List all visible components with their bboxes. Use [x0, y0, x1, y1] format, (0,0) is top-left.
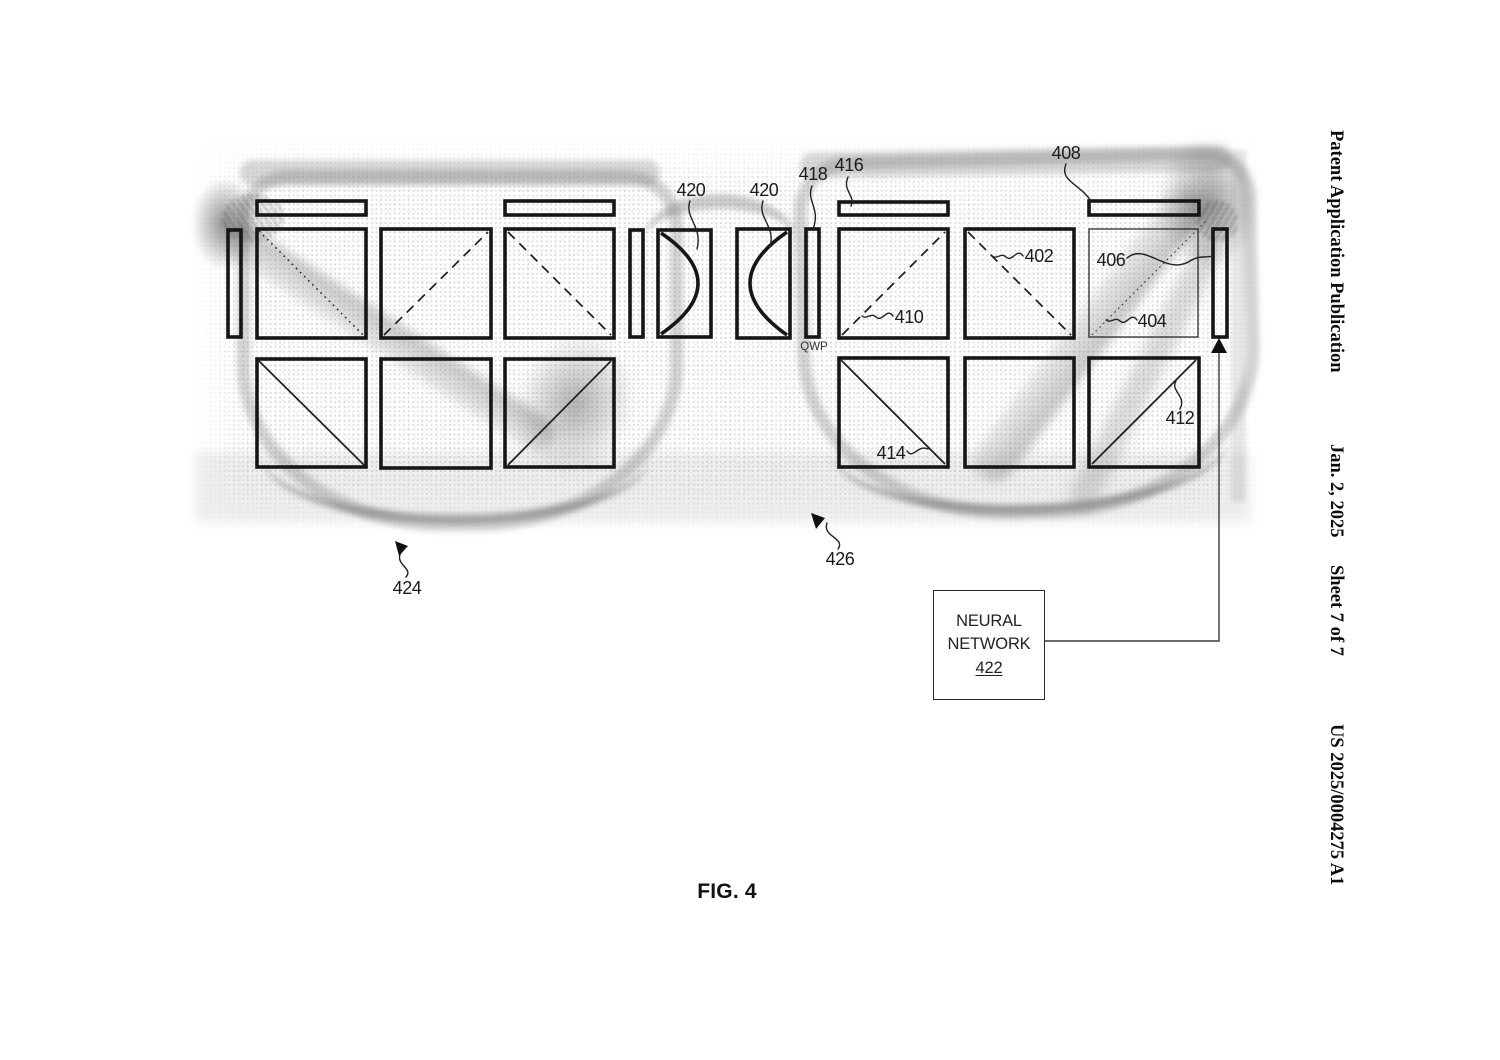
header-publication: Patent Application Publication — [1326, 130, 1346, 373]
square-thin-dotted — [1088, 228, 1199, 338]
center-vertical-bar-left — [628, 228, 645, 339]
square-dotted-diag-left — [255, 227, 368, 340]
leader-406 — [1126, 252, 1214, 266]
leader-414 — [906, 447, 929, 455]
neural-network-box: NEURAL NETWORK 422 — [933, 590, 1045, 700]
arrowhead-426-icon — [811, 513, 825, 529]
ref-label-402: 402 — [1024, 246, 1054, 266]
solid-diagonal — [258, 360, 365, 466]
left-vertical-bar — [226, 228, 243, 339]
leader-420-right — [761, 200, 772, 248]
square-dashed-up-right — [837, 227, 950, 340]
square-dashed-down-left — [503, 227, 616, 340]
lens-cell-left — [656, 228, 713, 339]
dashed-diagonal — [841, 231, 946, 336]
neural-network-connector — [1045, 352, 1220, 642]
figure-caption: FIG. 4 — [697, 880, 757, 903]
ref-label-410: 410 — [894, 307, 924, 327]
ref-label-418: 418 — [798, 164, 828, 184]
ref-label-414: 414 — [876, 443, 906, 463]
dashed-diagonal — [383, 231, 489, 336]
neural-network-line1: NEURAL — [956, 612, 1022, 631]
ref-label-420-left: 420 — [676, 180, 706, 200]
leader-418 — [809, 185, 817, 230]
header-doc-number: US 2025/0004275 A1 — [1326, 724, 1346, 886]
glasses-left-brow — [240, 160, 660, 186]
ref-label-424: 424 — [392, 578, 422, 598]
leader-426 — [825, 522, 841, 550]
glasses-left-hinge — [192, 178, 258, 270]
dashed-diagonal — [507, 231, 612, 336]
square-dashed-up-left — [379, 227, 493, 340]
leader-412 — [1174, 380, 1183, 410]
detector-vertical-bar — [1211, 227, 1229, 339]
leader-424 — [398, 551, 409, 578]
qwp-bar — [804, 227, 821, 339]
ref-label-420-right: 420 — [749, 180, 779, 200]
square-solid-up-left — [503, 357, 616, 469]
ref-label-406: 406 — [1096, 250, 1126, 270]
header-sheet: Sheet 7 of 7 — [1326, 565, 1346, 656]
arrowhead-424-icon — [395, 541, 408, 556]
qwp-label: QWP — [800, 341, 828, 353]
ref-label-426: 426 — [825, 549, 855, 569]
photo-right-edge — [1231, 150, 1246, 502]
square-empty-left — [379, 357, 493, 470]
neural-network-line2: NETWORK — [947, 635, 1031, 654]
ref-label-412: 412 — [1165, 408, 1195, 428]
ref-label-408: 408 — [1051, 143, 1081, 163]
glasses-right-hinge-detail — [1196, 200, 1238, 242]
dashed-diagonal — [967, 231, 1072, 336]
lens-curve-right — [748, 230, 789, 337]
dotted-diagonal — [258, 230, 364, 336]
left-top-bar-2 — [503, 199, 616, 217]
glasses-left-bottom-rim — [262, 388, 650, 524]
square-solid-down-left — [255, 357, 368, 469]
leader-420-left — [688, 200, 699, 250]
square-solid-up-right — [1087, 356, 1201, 469]
leader-404 — [1105, 316, 1138, 324]
ref-label-416: 416 — [834, 155, 864, 175]
dotted-diagonal-thin — [1091, 219, 1208, 336]
left-top-bar-1 — [255, 199, 368, 217]
square-empty-right — [963, 356, 1076, 469]
leader-410 — [861, 312, 894, 320]
header-date: Jan. 2, 2025 — [1326, 444, 1346, 538]
up-arrowhead-icon — [1211, 338, 1227, 353]
leader-416 — [845, 176, 853, 207]
solid-diagonal — [1091, 359, 1197, 465]
leader-408 — [1063, 163, 1092, 202]
right-top-bar-2 — [1087, 199, 1201, 217]
right-top-bar-1 — [837, 200, 950, 217]
ref-label-404: 404 — [1137, 311, 1167, 331]
lens-curve-left — [659, 231, 700, 336]
square-solid-down-right — [837, 356, 950, 469]
square-dashed-down-right — [963, 227, 1076, 340]
solid-diagonal — [840, 359, 946, 465]
leader-402 — [991, 252, 1024, 260]
ref-label-422: 422 — [975, 658, 1003, 677]
solid-diagonal — [507, 360, 612, 466]
lens-cell-right — [735, 227, 792, 340]
